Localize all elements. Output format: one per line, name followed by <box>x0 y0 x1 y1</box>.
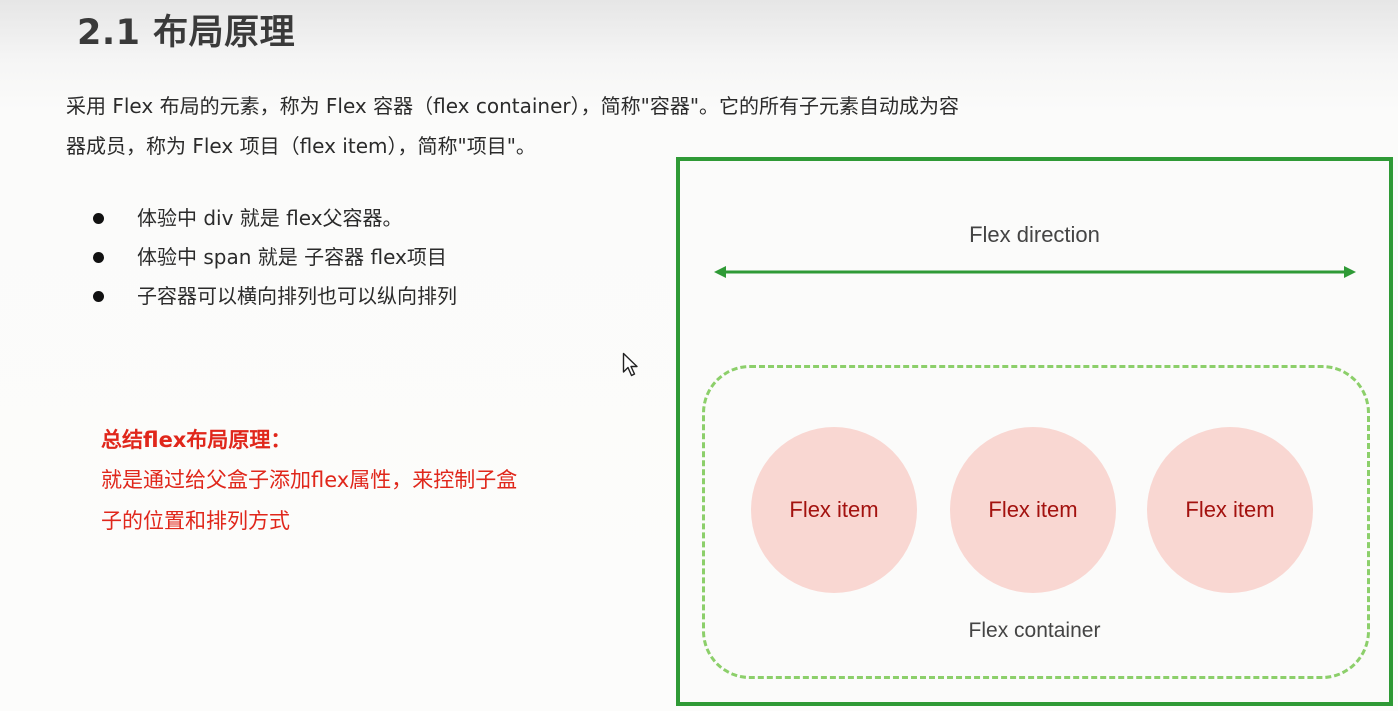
bullet-text: 体验中 span 就是 子容器 flex项目 <box>137 245 447 269</box>
flex-item-label: Flex item <box>789 497 879 522</box>
bullet-list: 体验中 div 就是 flex父容器。 体验中 span 就是 子容器 flex… <box>90 199 457 316</box>
intro-paragraph: 采用 Flex 布局的元素，称为 Flex 容器（flex container）… <box>66 86 1066 166</box>
flex-item-circle: Flex item <box>751 427 917 593</box>
bullet-item: 体验中 span 就是 子容器 flex项目 <box>90 238 457 277</box>
flex-container-label: Flex container <box>968 619 1101 642</box>
flex-item-circle: Flex item <box>1147 427 1313 593</box>
bullet-item: 子容器可以横向排列也可以纵向排列 <box>90 277 457 316</box>
flex-item-label: Flex item <box>1185 497 1275 522</box>
summary-line-1: 就是通过给父盒子添加flex属性，来控制子盒 <box>101 468 518 492</box>
mouse-cursor-icon <box>622 352 638 377</box>
bullet-item: 体验中 div 就是 flex父容器。 <box>90 199 457 238</box>
flex-item-circle: Flex item <box>950 427 1116 593</box>
flex-container-box <box>702 365 1370 679</box>
summary-block: 总结flex布局原理： 就是通过给父盒子添加flex属性，来控制子盒 子的位置和… <box>101 420 517 542</box>
bullet-dot-icon <box>93 213 104 224</box>
summary-line-2: 子的位置和排列方式 <box>101 509 290 533</box>
double-arrow-icon <box>714 266 1356 278</box>
bullet-dot-icon <box>93 291 104 302</box>
bullet-dot-icon <box>93 252 104 263</box>
flex-direction-label: Flex direction <box>969 222 1100 247</box>
bullet-text: 子容器可以横向排列也可以纵向排列 <box>137 284 457 308</box>
flex-item-label: Flex item <box>988 497 1078 522</box>
slide-title: 2.1 布局原理 <box>77 13 296 53</box>
intro-line-2: 器成员，称为 Flex 项目（flex item），简称"项目"。 <box>66 134 536 158</box>
summary-heading: 总结flex布局原理： <box>101 428 292 452</box>
flex-diagram: Flex direction Flex item Flex item Flex … <box>676 157 1393 706</box>
bullet-text: 体验中 div 就是 flex父容器。 <box>137 206 403 230</box>
intro-line-1: 采用 Flex 布局的元素，称为 Flex 容器（flex container）… <box>66 94 960 118</box>
